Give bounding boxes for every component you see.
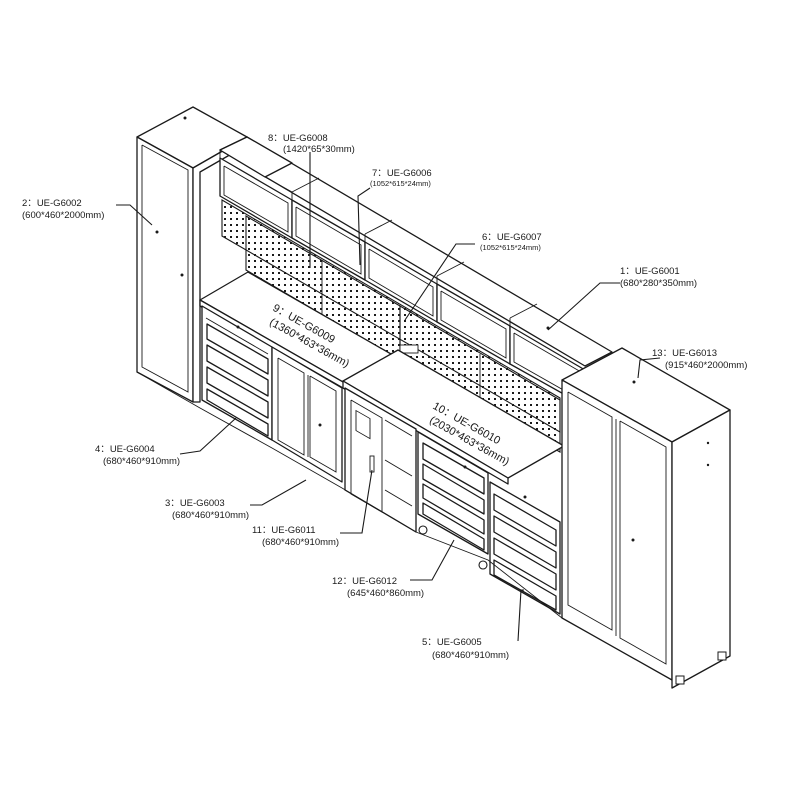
rolling-cabinet-12 bbox=[417, 431, 489, 570]
label-uc1-dims: (680*280*350mm) bbox=[620, 278, 697, 289]
label-uc8-code: 8：UE-G6008 bbox=[268, 133, 328, 144]
drawer-cabinet-5 bbox=[489, 481, 561, 615]
label-uc7-dims: (1052*615*24mm) bbox=[370, 179, 431, 188]
label-uc5-code: 5：UE-G6005 bbox=[422, 637, 482, 648]
worktop-right bbox=[342, 349, 565, 485]
door-cabinet-3 bbox=[271, 346, 343, 483]
pegboard-panels bbox=[221, 199, 561, 453]
label-uc3-dims: (680*460*910mm) bbox=[172, 510, 249, 521]
floor-plinth bbox=[136, 371, 563, 619]
label-uc12-dims: (645*460*860mm) bbox=[347, 588, 424, 599]
label-uc6-code: 6：UE-G6007 bbox=[482, 232, 542, 243]
label-uc12-code: 12：UE-G6012 bbox=[332, 576, 397, 587]
label-uc5-dims: (680*460*910mm) bbox=[432, 650, 509, 661]
label-uc4-dims: (680*460*910mm) bbox=[103, 456, 180, 467]
label-uc13-dims: (915*460*2000mm) bbox=[665, 360, 747, 371]
label-uc6-dims: (1052*615*24mm) bbox=[480, 243, 541, 252]
label-uc7-code: 7：UE-G6006 bbox=[372, 168, 432, 179]
label-uc4-code: 4：UE-G6004 bbox=[95, 444, 155, 455]
label-uc2-code: 2：UE-G6002 bbox=[22, 198, 82, 209]
label-uc3-code: 3：UE-G6003 bbox=[165, 498, 225, 509]
label-uc11-code: 11：UE-G6011 bbox=[252, 525, 316, 536]
tall-cabinet-right bbox=[561, 347, 731, 689]
leader-lines bbox=[116, 152, 661, 642]
label-uc11-dims: (680*460*910mm) bbox=[262, 537, 339, 548]
label-uc1-code: 1：UE-G6001 bbox=[620, 266, 680, 277]
label-uc8-dims: (1420*65*30mm) bbox=[283, 144, 355, 155]
open-cabinet-11 bbox=[344, 387, 417, 533]
label-uc13-code: 13：UE-G6013 bbox=[652, 348, 717, 359]
drawer-cabinet-4 bbox=[201, 305, 273, 441]
part-labels: 2：UE-G6002 (600*460*2000mm) 8：UE-G6008 (… bbox=[22, 133, 747, 661]
label-uc2-dims: (600*460*2000mm) bbox=[22, 210, 104, 221]
